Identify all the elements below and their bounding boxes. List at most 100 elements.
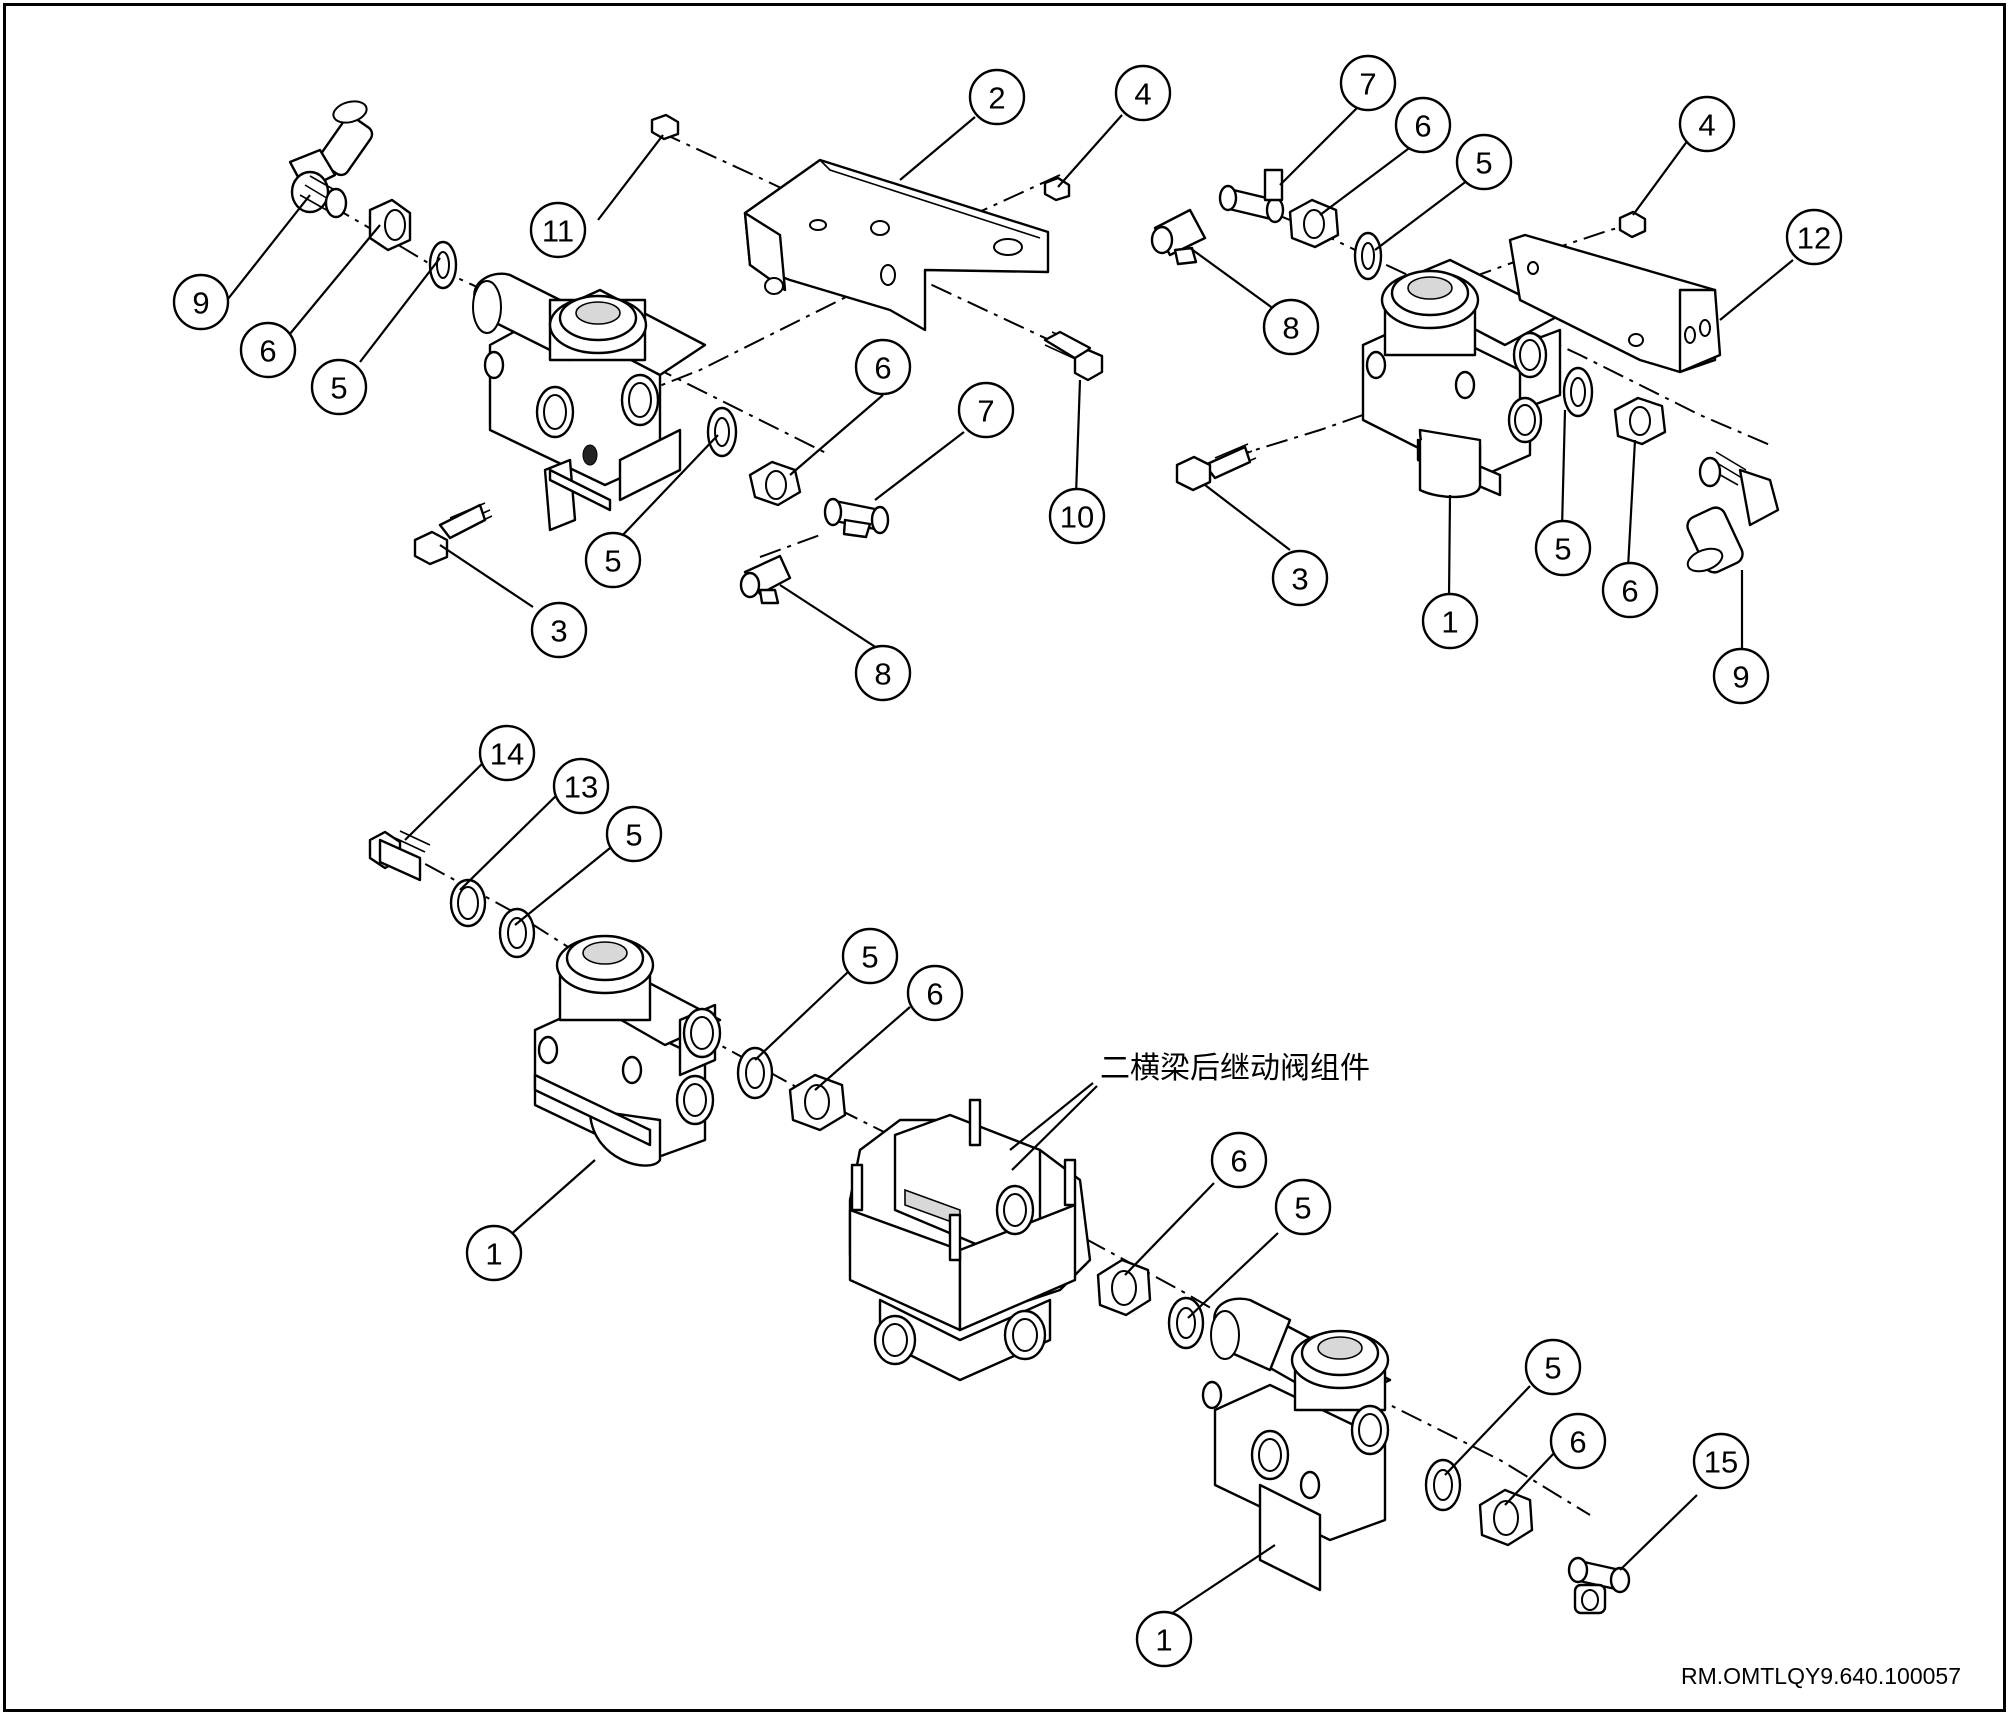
elbow-fitting-part — [739, 554, 792, 605]
callout-balloon: 15 — [1692, 1432, 1750, 1490]
svg-text:5: 5 — [1554, 532, 1571, 567]
svg-text:13: 13 — [564, 770, 598, 805]
small-nut-part — [650, 113, 680, 141]
callout-balloon: 1 — [1421, 592, 1479, 650]
callout-balloon: 7 — [957, 381, 1015, 439]
mounting-bracket-part — [1508, 233, 1722, 374]
svg-text:11: 11 — [542, 214, 574, 249]
valve-body-part — [1361, 258, 1562, 499]
callout-balloon: 8 — [1262, 298, 1320, 356]
callout-balloon: 5 — [1534, 519, 1592, 577]
small-nut-part — [1618, 210, 1647, 239]
svg-text:8: 8 — [874, 657, 891, 692]
callout-balloon: 3 — [1271, 549, 1329, 607]
svg-text:5: 5 — [625, 818, 642, 853]
elbow-fitting-part — [1686, 451, 1780, 574]
valve-body-part — [472, 272, 707, 532]
callout-balloon: 14 — [478, 724, 536, 782]
svg-text:2: 2 — [988, 81, 1005, 116]
callout-balloon: 5 — [605, 805, 663, 863]
svg-text:6: 6 — [259, 334, 276, 369]
svg-text:5: 5 — [604, 544, 621, 579]
callout-balloon: 5 — [310, 358, 368, 416]
callout-balloon: 5 — [584, 531, 642, 589]
callout-balloon: 13 — [552, 757, 610, 815]
assembly-label: 二横梁后继动阀组件 — [1100, 1051, 1370, 1086]
callout-balloon: 6 — [239, 321, 297, 379]
svg-text:5: 5 — [1544, 1351, 1561, 1386]
valve-body-part — [1201, 1297, 1392, 1592]
svg-text:6: 6 — [1230, 1144, 1247, 1179]
bolt-part — [1043, 330, 1104, 382]
callout-balloons: 9 6 5 11 2 4 10 6 7 5 3 8 7 6 5 4 12 8 3… — [172, 54, 1843, 1668]
svg-text:15: 15 — [1704, 1445, 1738, 1480]
svg-text:9: 9 — [1732, 660, 1749, 695]
tee-fitting-part — [823, 497, 890, 539]
callout-balloon: 5 — [1455, 133, 1513, 191]
o-ring-part — [449, 878, 487, 928]
bolt-part — [1175, 443, 1257, 492]
callout-balloon: 12 — [1785, 208, 1843, 266]
svg-text:7: 7 — [977, 394, 994, 429]
callout-balloon: 6 — [1549, 1412, 1607, 1470]
hex-nut-part — [1096, 1258, 1152, 1317]
callout-balloon: 9 — [1712, 647, 1770, 705]
svg-text:1: 1 — [485, 1237, 502, 1272]
svg-text:5: 5 — [330, 371, 347, 406]
callout-balloon: 2 — [968, 68, 1026, 126]
top-left-assembly — [223, 100, 1123, 651]
bottom-assembly — [368, 755, 1698, 1619]
svg-text:4: 4 — [1134, 77, 1151, 112]
callout-balloon: 5 — [841, 927, 899, 985]
small-nut-part — [1043, 176, 1071, 202]
elbow-fitting-part — [288, 100, 374, 219]
document-id: RM.OMTLQY9.640.100057 — [1681, 1663, 1961, 1689]
callout-balloon: 5 — [1274, 1178, 1332, 1236]
svg-text:1: 1 — [1155, 1623, 1172, 1658]
hex-nut-part — [1613, 396, 1667, 446]
callout-balloon: 6 — [1601, 561, 1659, 619]
svg-text:5: 5 — [1475, 146, 1492, 181]
svg-text:5: 5 — [861, 940, 878, 975]
hex-nut-part — [788, 1073, 847, 1132]
tee-fitting-part — [1218, 168, 1285, 224]
svg-text:3: 3 — [550, 614, 567, 649]
svg-text:8: 8 — [1282, 311, 1299, 346]
elbow-fitting-part — [1150, 208, 1207, 266]
hex-nut-part — [748, 460, 802, 507]
plug-part — [368, 830, 431, 882]
relay-valve-part — [848, 1098, 1092, 1382]
callout-balloon: 7 — [1339, 54, 1397, 112]
svg-text:6: 6 — [926, 977, 943, 1012]
top-right-assembly — [1150, 104, 1794, 650]
svg-text:10: 10 — [1060, 500, 1094, 535]
callout-balloon: 11 — [529, 201, 587, 259]
svg-text:12: 12 — [1797, 221, 1831, 256]
callout-balloon: 4 — [1678, 95, 1736, 153]
svg-text:14: 14 — [490, 737, 524, 772]
callout-balloon: 4 — [1114, 64, 1172, 122]
callout-balloon: 6 — [906, 964, 964, 1022]
callout-balloon: 8 — [854, 644, 912, 702]
callout-balloon: 10 — [1048, 487, 1106, 545]
svg-text:9: 9 — [192, 286, 209, 321]
callout-balloon: 1 — [1135, 1610, 1193, 1668]
svg-text:3: 3 — [1291, 562, 1308, 597]
svg-text:4: 4 — [1698, 108, 1715, 143]
svg-text:1: 1 — [1441, 605, 1458, 640]
callout-balloon: 6 — [854, 338, 912, 396]
svg-text:6: 6 — [1414, 109, 1431, 144]
callout-balloon: 6 — [1210, 1131, 1268, 1189]
valve-body-part — [533, 934, 722, 1167]
mounting-bracket-part — [743, 158, 1050, 332]
callout-balloon: 5 — [1524, 1338, 1582, 1396]
svg-text:7: 7 — [1359, 67, 1376, 102]
svg-text:6: 6 — [1569, 1425, 1586, 1460]
svg-text:6: 6 — [874, 351, 891, 386]
callout-balloon: 1 — [465, 1224, 523, 1282]
hex-nut-part — [1478, 1488, 1534, 1547]
bolt-part — [413, 502, 493, 566]
callout-balloon: 9 — [172, 273, 230, 331]
svg-text:5: 5 — [1294, 1191, 1311, 1226]
